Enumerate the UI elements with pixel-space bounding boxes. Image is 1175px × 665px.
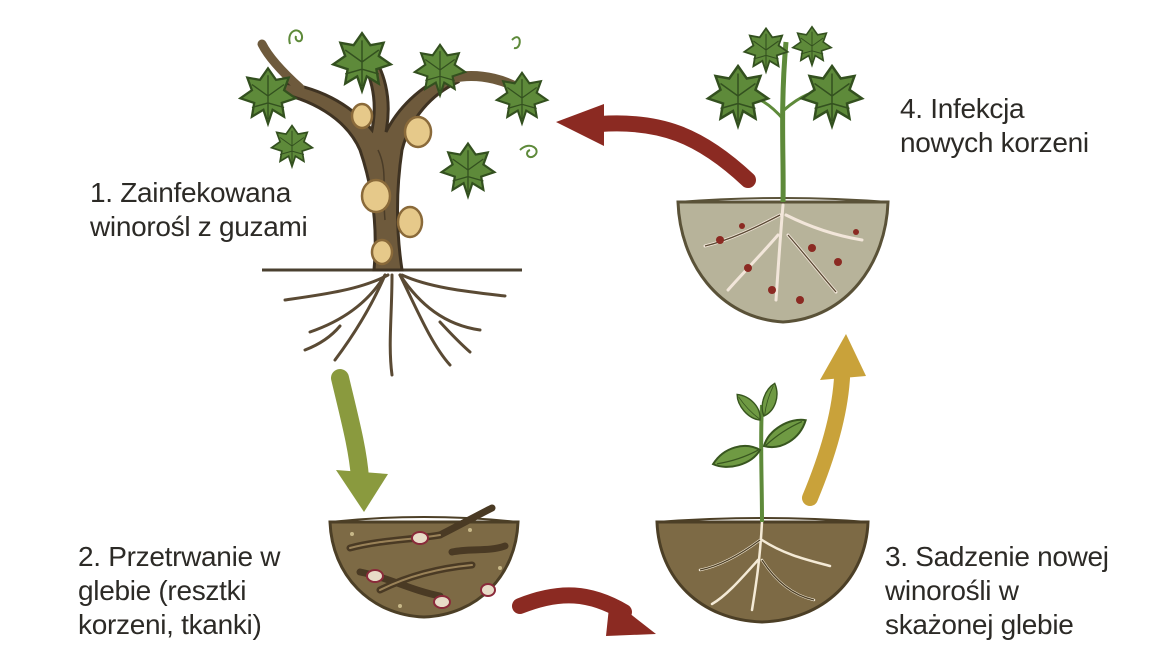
soil-residue-illustration: [330, 508, 518, 617]
step-3-line-1: 3. Sadzenie nowej: [885, 540, 1109, 574]
arrow-4-to-1: [556, 104, 748, 180]
step-3-label: 3. Sadzenie nowej winorośli w skażonej g…: [885, 540, 1109, 642]
arrow-1-to-2: [336, 378, 388, 512]
step-2-line-2: glebie (resztki: [78, 574, 280, 608]
step-1-label: 1. Zainfekowana winorośl z guzami: [90, 176, 307, 244]
infected-roots-illustration: [678, 27, 888, 322]
step-4-line-1: 4. Infekcja: [900, 92, 1089, 126]
step-3-line-2: winorośli w: [885, 574, 1109, 608]
step-1-line-1: 1. Zainfekowana: [90, 176, 307, 210]
step-2-line-3: korzeni, tkanki): [78, 608, 280, 642]
step-1-line-2: winorośl z guzami: [90, 210, 307, 244]
step-4-line-2: nowych korzeni: [900, 126, 1089, 160]
step-4-label: 4. Infekcja nowych korzeni: [900, 92, 1089, 160]
arrow-3-to-4: [810, 334, 866, 498]
step-3-line-3: skażonej glebie: [885, 608, 1109, 642]
arrow-2-to-3: [520, 595, 656, 636]
step-2-line-1: 2. Przetrwanie w: [78, 540, 280, 574]
step-2-label: 2. Przetrwanie w glebie (resztki korzeni…: [78, 540, 280, 642]
